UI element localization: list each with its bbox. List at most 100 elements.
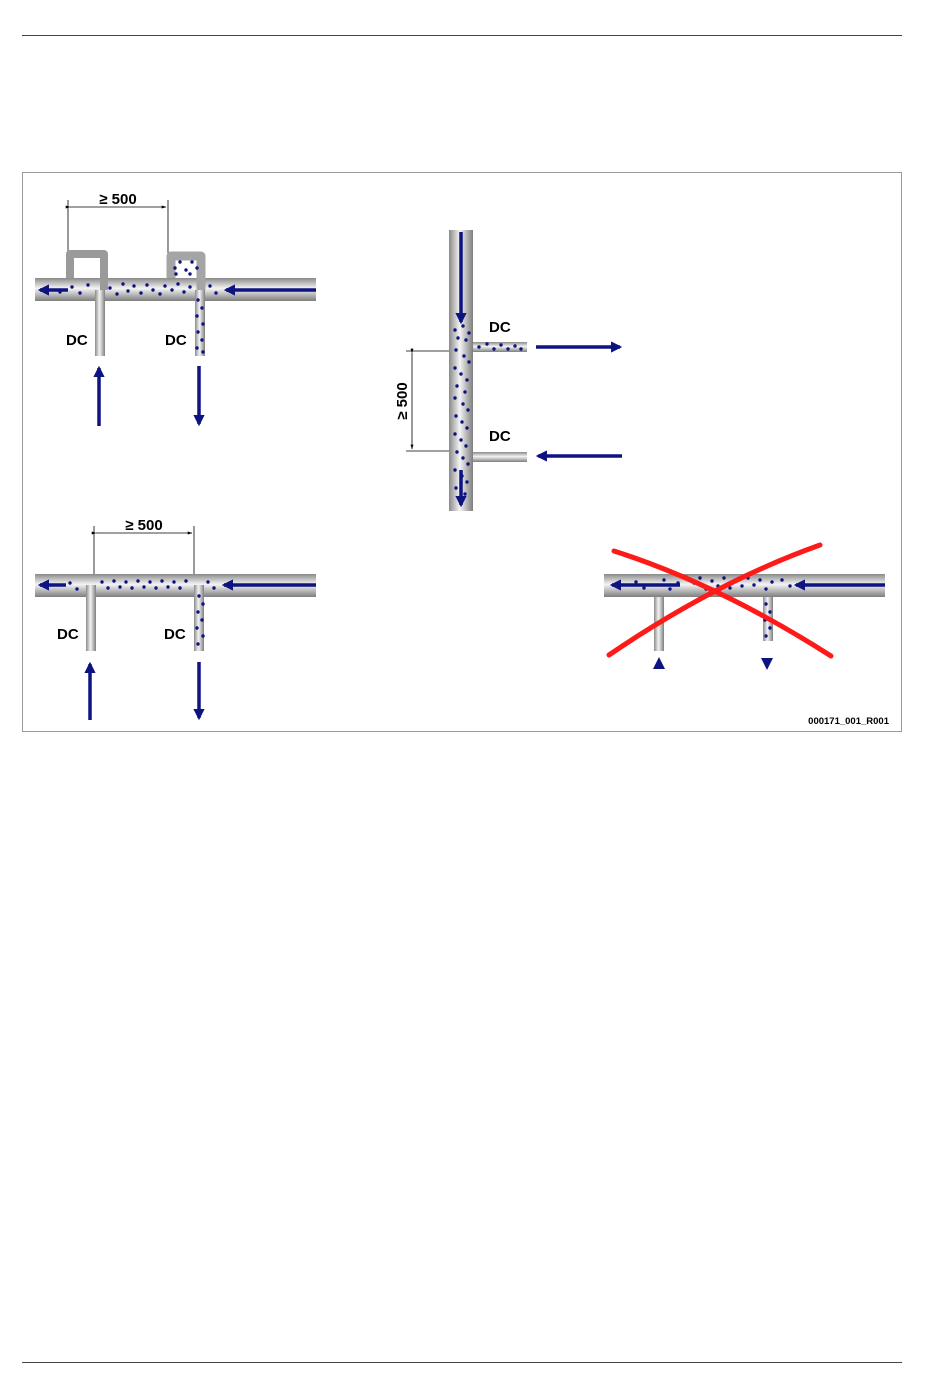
particle-dot [200,306,203,309]
particle-dot [455,384,458,387]
particle-dot [112,579,115,582]
particle-dot [176,282,179,285]
particle-dot [465,480,468,483]
particle-dot [142,585,145,588]
cross-stroke-1 [614,551,831,656]
particle-dot [200,618,203,621]
particle-dot [195,346,198,349]
particle-dot [466,408,469,411]
particle-dot [464,338,467,341]
particle-dot [197,594,200,597]
particle-dot [75,587,78,590]
particle-dot [758,578,761,581]
particle-dot [465,378,468,381]
particle-dot [200,338,203,341]
particle-dot [764,634,767,637]
particle-dot [206,580,209,583]
particle-dot [492,347,495,350]
particle-dot [163,284,166,287]
particle-dot [764,602,767,605]
particle-dot [453,366,456,369]
particle-dot [208,284,211,287]
panel-straight-connection: ≥ 500 DC DC [35,517,316,720]
particle-dot [100,580,103,583]
particle-dot [464,444,467,447]
particle-dot [108,286,111,289]
particle-dot [453,432,456,435]
particle-dot [178,586,181,589]
dc-pipe-left [95,290,105,356]
particle-dot [463,492,466,495]
dc-pipe-left [86,585,96,651]
particle-dot [196,642,199,645]
particle-dot [124,580,127,583]
particle-dot [513,344,516,347]
particle-dot [485,342,488,345]
particle-dot [459,438,462,441]
dc-label-right: DC [165,332,187,349]
particle-dot [196,610,199,613]
dc-label-bottom: DC [489,428,511,445]
dc-branch-bottom [473,452,527,462]
particle-dot [668,587,671,590]
particle-dot [188,272,191,275]
particle-dot [174,272,177,275]
particle-dot [740,584,743,587]
particle-dot [158,292,161,295]
particle-dot [78,291,81,294]
particle-dot [454,348,457,351]
particle-dot [454,486,457,489]
particle-dot [182,290,185,293]
particle-dot [154,586,157,589]
particle-dot [145,283,148,286]
particle-dot [634,580,637,583]
particle-dot [453,396,456,399]
dim-label-vertical: ≥ 500 [394,382,411,419]
particle-dot [195,314,198,317]
particle-dot [768,626,771,629]
particle-dot [453,468,456,471]
particle-dot [201,634,204,637]
particle-dot [698,576,701,579]
particle-dot [188,285,191,288]
particle-dot [70,285,73,288]
particle-dot [139,291,142,294]
particle-dot [214,291,217,294]
dc-label-right: DC [164,626,186,643]
particle-dot [662,578,665,581]
particle-dot [196,330,199,333]
particle-dot [710,579,713,582]
particle-dot [195,626,198,629]
dc-label-top: DC [489,319,511,336]
particle-dot [160,579,163,582]
particle-dot [460,474,463,477]
particle-dot [467,360,470,363]
particle-dot [455,450,458,453]
particle-dot [519,347,522,350]
particle-dot [118,585,121,588]
dim-label: ≥ 500 [125,517,162,534]
particle-dot [506,347,509,350]
flow-triangle-down [761,658,773,670]
particle-dot [770,580,773,583]
particle-dot [499,343,502,346]
particle-dot [764,587,767,590]
particle-dot [466,462,469,465]
particle-dot [788,584,791,587]
dc-branch-top [473,342,527,352]
particle-dot [136,579,139,582]
particle-dot [178,260,181,263]
particle-dot [58,290,61,293]
particle-dot [460,420,463,423]
particle-dot [722,576,725,579]
particle-dot [459,372,462,375]
particle-dot [461,402,464,405]
particle-dot [190,260,193,263]
particle-dot [453,328,456,331]
particle-dot [461,324,464,327]
panel-loop-connection: ≥ 500 DC DC [35,191,316,426]
particle-dot [132,284,135,287]
particle-dot [173,266,176,269]
particle-dot [172,580,175,583]
